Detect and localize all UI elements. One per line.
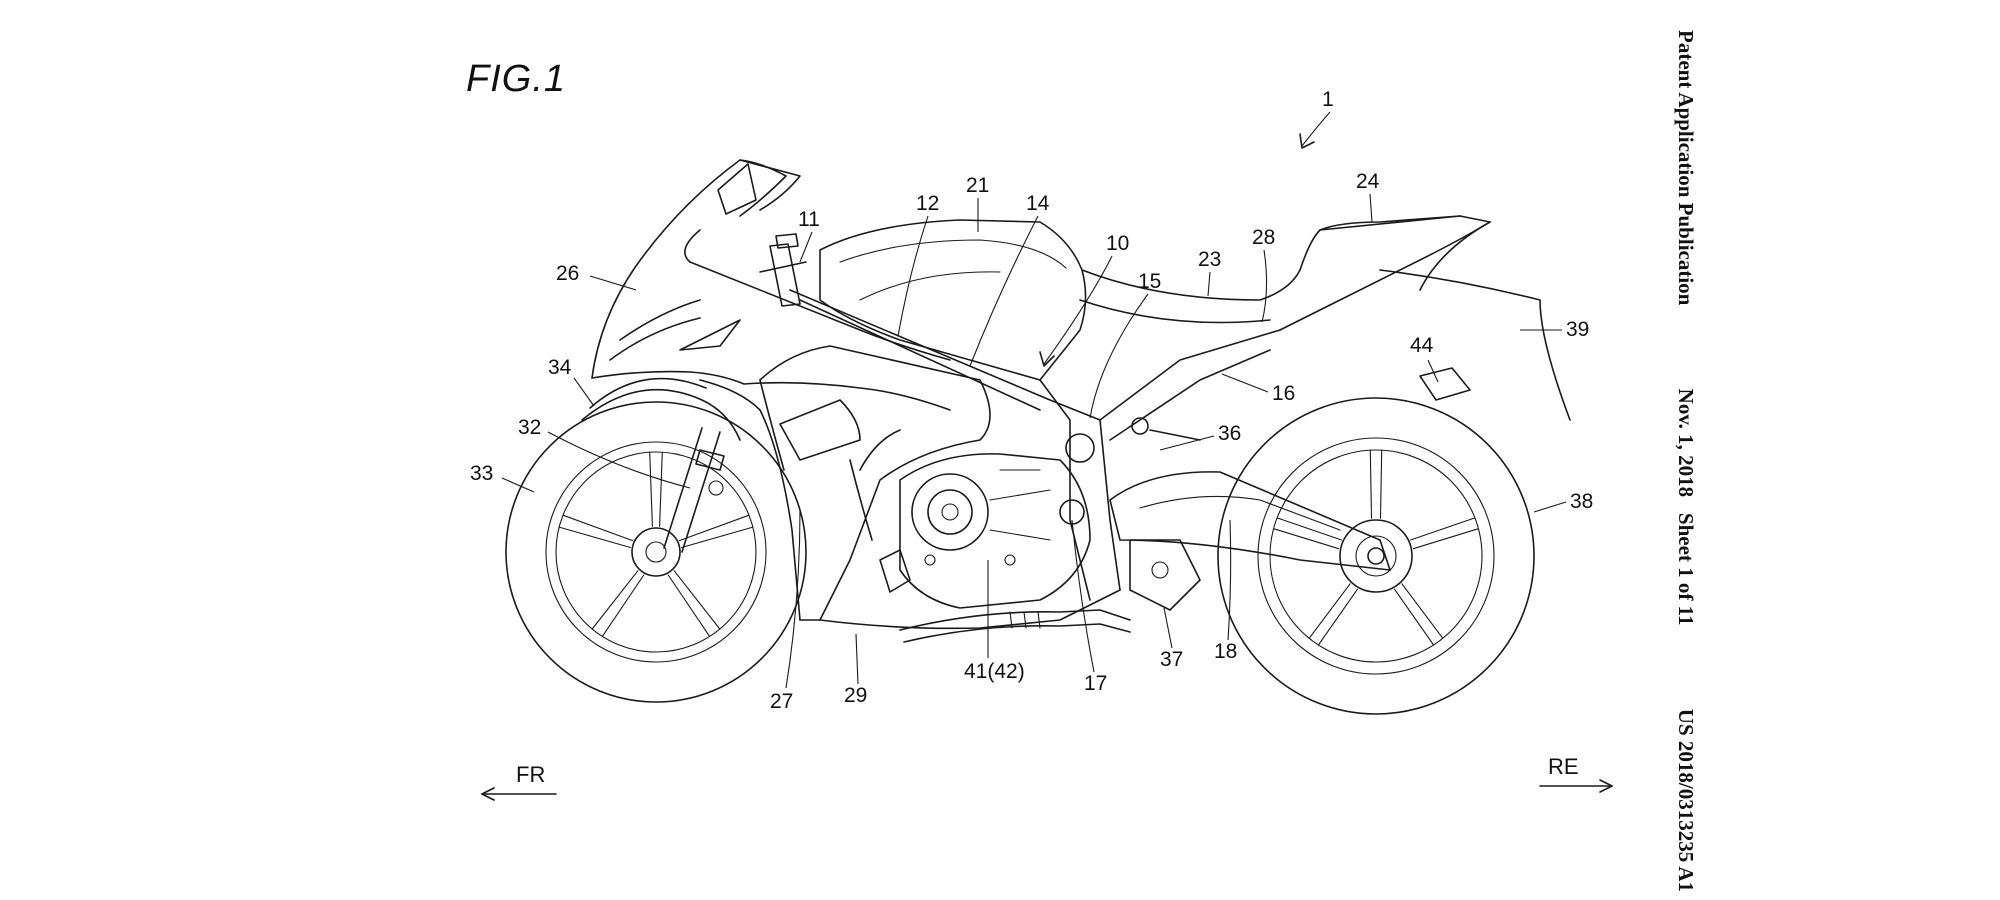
callout-17: 17 xyxy=(1084,672,1107,695)
callout-39: 39 xyxy=(1566,318,1589,341)
rear-cowl xyxy=(1279,215,1571,421)
overall-reference-arrow xyxy=(1299,111,1331,149)
wheel-spoke xyxy=(1393,583,1444,646)
callout-11: 11 xyxy=(798,208,820,231)
front-direction-arrow xyxy=(481,787,557,801)
callout-23: 23 xyxy=(1198,248,1221,271)
callout-32: 32 xyxy=(518,416,541,439)
footrest-bracket xyxy=(1129,539,1201,611)
callout-34: 34 xyxy=(548,356,572,379)
wheel-spoke xyxy=(678,514,754,549)
swingarm xyxy=(1109,471,1391,571)
rear-direction-label: RE xyxy=(1548,754,1579,779)
front-fairing xyxy=(591,159,951,621)
engine xyxy=(899,453,1091,609)
front-fork xyxy=(581,377,741,553)
wheel-spoke xyxy=(558,514,634,549)
callout-29: 29 xyxy=(844,684,867,707)
callout-21: 21 xyxy=(966,174,989,197)
callout-44: 44 xyxy=(1410,334,1434,357)
wheel-spoke xyxy=(1273,517,1343,550)
callout-1: 1 xyxy=(1322,88,1334,111)
side-fairing xyxy=(759,345,1121,630)
callout-33: 33 xyxy=(470,462,493,485)
exhaust-pipe xyxy=(899,609,1131,643)
rear-direction-arrow xyxy=(1539,779,1613,793)
wheel-spoke xyxy=(1308,583,1359,646)
callout-12: 12 xyxy=(916,192,939,215)
callout-15: 15 xyxy=(1138,270,1161,293)
wheel-spoke xyxy=(1409,517,1479,550)
front-wheel xyxy=(505,401,807,703)
callout-24: 24 xyxy=(1356,170,1380,193)
wheel-spoke xyxy=(591,570,645,637)
rear-hugger xyxy=(1419,367,1471,401)
figure-title: FIG.1 xyxy=(466,58,567,100)
steering-head xyxy=(759,233,807,307)
callout-14: 14 xyxy=(1026,192,1050,215)
callout-41-42: 41(42) xyxy=(964,660,1025,683)
seat xyxy=(1079,269,1301,324)
callout-18: 18 xyxy=(1214,640,1237,663)
callout-28: 28 xyxy=(1252,226,1275,249)
callout-26: 26 xyxy=(556,262,579,285)
wheel-spoke xyxy=(667,570,721,637)
wheel-spoke xyxy=(649,451,663,527)
wheel-spoke xyxy=(1369,449,1383,519)
callout-10: 10 xyxy=(1106,232,1129,255)
callout-labels: 1 10 11 12 14 15 16 17 18 xyxy=(470,88,1593,713)
callout-38: 38 xyxy=(1570,490,1593,513)
front-direction-label: FR xyxy=(516,762,546,787)
fuel-tank xyxy=(819,219,1087,381)
rear-subframe xyxy=(1099,329,1281,441)
frame xyxy=(789,289,1121,601)
callout-16: 16 xyxy=(1272,382,1295,405)
callout-36: 36 xyxy=(1218,422,1241,445)
callout-37: 37 xyxy=(1160,648,1183,671)
callout-27: 27 xyxy=(770,690,793,713)
rear-wheel xyxy=(1217,397,1535,715)
